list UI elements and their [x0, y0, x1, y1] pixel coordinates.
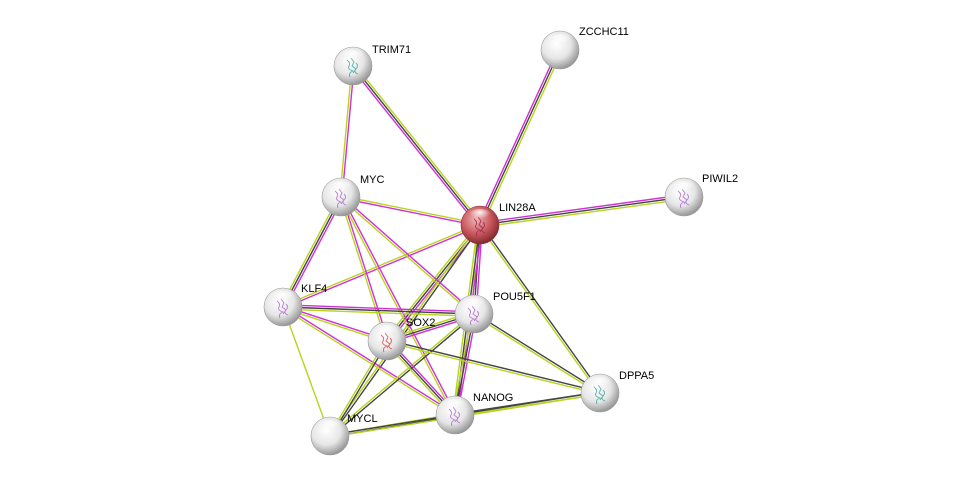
- node-trim71[interactable]: TRIM71: [333, 44, 411, 86]
- edge-evidence-magenta: [340, 197, 480, 227]
- edge-evidence-black: [352, 65, 481, 226]
- node-highlight: [271, 291, 295, 305]
- edge-lin28a-myc[interactable]: [340, 195, 481, 227]
- edge-lin28a-piwil2[interactable]: [479, 194, 685, 228]
- edge-lin28a-zcchc11[interactable]: [477, 48, 563, 227]
- edge-evidence-black: [479, 49, 561, 226]
- node-lin28a[interactable]: LIN28A: [460, 202, 536, 245]
- edge-evidence-black: [282, 306, 475, 315]
- node-label: DPPA5: [619, 370, 654, 382]
- node-highlight: [462, 298, 486, 312]
- edge-evidence-magenta: [341, 66, 355, 198]
- node-highlight: [375, 325, 399, 339]
- edge-evidence-yellow: [339, 197, 387, 342]
- edge-evidence-yellow: [282, 308, 474, 317]
- node-label: ZCCHC11: [579, 26, 629, 38]
- node-label: SOX2: [406, 317, 435, 329]
- node-label: KLF4: [301, 283, 327, 295]
- edge-pou5f1-dppa5[interactable]: [473, 312, 601, 395]
- edge-evidence-yellow: [473, 314, 600, 395]
- edge-evidence-magenta: [284, 197, 344, 309]
- edge-evidence-yellow: [280, 195, 340, 307]
- edge-myc-klf4[interactable]: [280, 195, 344, 309]
- edge-evidence-magenta: [283, 304, 475, 313]
- node-klf4[interactable]: KLF4: [263, 283, 327, 327]
- node-pou5f1[interactable]: POU5F1: [454, 291, 536, 334]
- edge-evidence-yellow: [282, 223, 480, 307]
- edge-evidence-yellow: [354, 64, 483, 225]
- node-label: LIN28A: [499, 202, 536, 214]
- edge-evidence-magenta: [341, 196, 389, 341]
- edge-evidence-yellow: [282, 306, 331, 437]
- node-mycl[interactable]: MYCL: [310, 413, 378, 456]
- edge-evidence-yellow: [339, 197, 455, 416]
- edge-evidence-yellow: [341, 195, 481, 225]
- node-sox2[interactable]: SOX2: [367, 317, 435, 361]
- edge-evidence-yellow: [386, 341, 600, 395]
- edge-evidence-yellow: [282, 307, 455, 417]
- edge-lin28a-dppa5[interactable]: [478, 223, 602, 395]
- edge-sox2-dppa5[interactable]: [386, 339, 601, 395]
- edge-evidence-black: [282, 196, 342, 308]
- edge-lin28a-klf4[interactable]: [282, 223, 481, 309]
- node-label: MYC: [360, 174, 385, 186]
- edge-myc-pou5f1[interactable]: [339, 195, 476, 316]
- edge-evidence-magenta: [479, 194, 684, 224]
- node-highlight: [341, 50, 365, 64]
- edge-klf4-mycl[interactable]: [282, 306, 331, 437]
- edge-evidence-yellow: [339, 65, 353, 197]
- edge-evidence-yellow: [328, 312, 474, 436]
- edge-lin28a-mycl[interactable]: [328, 223, 482, 438]
- edge-evidence-magenta: [341, 195, 476, 314]
- edge-evidence-black: [330, 314, 476, 438]
- edge-klf4-pou5f1[interactable]: [282, 304, 475, 317]
- edge-evidence-black: [474, 312, 601, 393]
- node-highlight: [468, 209, 492, 223]
- edge-evidence-magenta: [283, 225, 481, 309]
- node-label: TRIM71: [372, 44, 411, 56]
- node-highlight: [588, 377, 612, 391]
- node-label: PIWIL2: [702, 173, 738, 185]
- edge-evidence-yellow: [339, 197, 474, 316]
- edge-evidence-yellow: [478, 225, 600, 395]
- node-dppa5[interactable]: DPPA5: [580, 370, 654, 413]
- edge-evidence-magenta: [283, 305, 456, 415]
- edge-myc-sox2[interactable]: [339, 196, 389, 342]
- node-label: NANOG: [473, 392, 513, 404]
- node-highlight: [443, 399, 467, 413]
- edge-evidence-magenta: [341, 196, 457, 415]
- node-zcchc11[interactable]: ZCCHC11: [540, 26, 629, 70]
- edge-pou5f1-mycl[interactable]: [328, 312, 476, 438]
- edge-evidence-yellow: [480, 198, 685, 228]
- edge-evidence-yellow: [384, 223, 479, 341]
- node-label: MYCL: [347, 413, 378, 425]
- edge-evidence-yellow: [481, 50, 563, 227]
- edge-evidence-black: [480, 223, 602, 393]
- node-myc[interactable]: MYC: [321, 174, 385, 217]
- edge-evidence-black: [479, 196, 685, 226]
- node-label: POU5F1: [493, 291, 536, 303]
- edge-klf4-nanog[interactable]: [282, 305, 456, 417]
- edge-evidence-black: [330, 225, 482, 438]
- edge-lin28a-trim71[interactable]: [350, 64, 483, 227]
- node-piwil2[interactable]: PIWIL2: [664, 173, 738, 217]
- edge-trim71-myc[interactable]: [339, 65, 355, 198]
- edge-evidence-magenta: [350, 66, 479, 227]
- edge-evidence-black: [387, 339, 601, 393]
- node-highlight: [329, 181, 353, 195]
- edge-evidence-yellow: [328, 223, 480, 436]
- node-highlight: [672, 181, 696, 195]
- edge-evidence-magenta: [477, 48, 559, 225]
- node-nanog[interactable]: NANOG: [435, 392, 513, 435]
- edge-myc-nanog[interactable]: [339, 196, 457, 416]
- node-highlight: [318, 420, 342, 434]
- node-highlight: [548, 34, 572, 48]
